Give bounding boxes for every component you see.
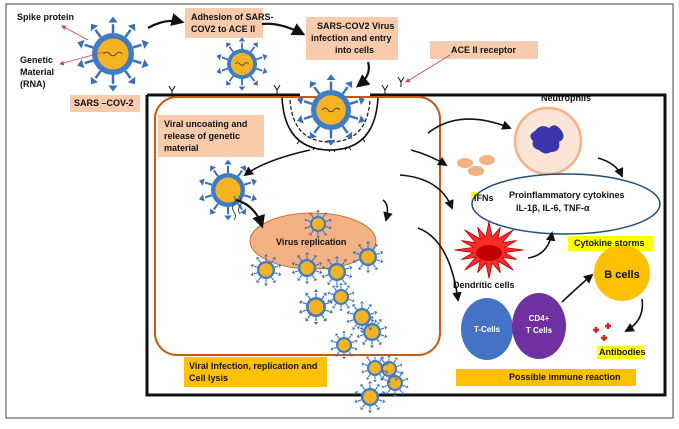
label-ace2-receptor: ACE II receptor xyxy=(451,45,517,55)
virus-main xyxy=(77,16,149,92)
virus-progeny-2 xyxy=(291,251,323,285)
antibody-icon-2 xyxy=(601,335,607,341)
label-adhesion-2: COV2 to ACE II xyxy=(191,24,255,34)
flow-arrows xyxy=(147,13,644,332)
virus-progeny-7 xyxy=(356,315,388,349)
ace2-receptor-icon-3 xyxy=(397,76,405,87)
label-entry-2: infection and entry xyxy=(311,33,392,43)
label-ifns: IFNs xyxy=(474,193,494,203)
virus-progeny-6 xyxy=(327,282,355,312)
virus-entering xyxy=(297,74,365,146)
label-dendritic-cells: Dendritic cells xyxy=(453,280,515,290)
rna-strand xyxy=(232,195,236,221)
box-uncoating xyxy=(158,115,264,157)
ifn-blob-2 xyxy=(468,166,484,176)
label-cytokines-2: IL-1β, IL-6, TNF-α xyxy=(516,203,590,213)
ace2-receptor-icon-2 xyxy=(381,84,389,95)
label-antibodies: Antibodies xyxy=(599,347,646,357)
box-sars-cov2 xyxy=(70,95,140,112)
cd4-t-cell xyxy=(512,293,566,359)
box-adhesion xyxy=(185,8,263,38)
label-genetic-1: Genetic xyxy=(20,55,53,65)
label-entry-3: into cells xyxy=(335,45,374,55)
box-viral-infection xyxy=(184,357,327,387)
label-cytokine-storms: Cytokine storms xyxy=(574,238,645,248)
label-t-cells: T-Cells xyxy=(474,325,501,334)
antibody-symbols xyxy=(593,323,611,341)
virus-progeny-0 xyxy=(304,209,332,239)
virus-particles xyxy=(77,16,409,414)
label-neutrophils: Neutrophils xyxy=(541,93,591,103)
antibody-icon-1 xyxy=(605,323,611,329)
virus-uncoating xyxy=(199,159,257,221)
label-adhesion-1: Adhesion of SARS- xyxy=(191,12,274,22)
cytokines-ellipse xyxy=(471,173,661,235)
label-virus-replication: Virus replication xyxy=(276,237,346,247)
ace2-receptor-icon-0 xyxy=(168,85,176,96)
label-uncoating-2: release of genetic xyxy=(164,131,240,141)
ifn-particles xyxy=(457,155,495,176)
dendritic-cell-core xyxy=(476,245,502,261)
rna-strand-2 xyxy=(238,197,242,215)
ace2-receptor-icon-1 xyxy=(273,84,281,95)
label-spike-protein: Spike protein xyxy=(17,12,74,22)
label-viral-infection-2: Cell lysis xyxy=(189,373,228,383)
outer-frame xyxy=(5,3,674,419)
label-genetic-3: (RNA) xyxy=(20,79,46,89)
box-immune-reaction xyxy=(456,369,636,386)
host-cell xyxy=(154,96,441,356)
t-cell xyxy=(461,298,513,360)
label-viral-infection-1: Viral Infection, replication and xyxy=(189,361,317,371)
antibody-icon-0 xyxy=(593,327,599,333)
virus-progeny-5 xyxy=(299,289,333,325)
label-cd4-2: T Cells xyxy=(526,326,553,335)
virus-progeny-11 xyxy=(354,380,386,414)
ifn-blob-1 xyxy=(479,155,495,165)
label-cd4-1: CD4+ xyxy=(529,314,550,323)
label-cytokines-1: Proinflammatory cytokines xyxy=(509,190,625,200)
b-cell xyxy=(594,245,650,301)
box-entry xyxy=(306,17,398,60)
virus-progeny-3 xyxy=(321,255,353,289)
label-b-cells: B cells xyxy=(604,269,639,281)
box-ace2 xyxy=(430,41,538,59)
box-antibodies xyxy=(597,346,643,359)
virus-progeny-9 xyxy=(346,300,378,334)
label-uncoating-1: Viral uncoating and xyxy=(164,119,247,129)
label-genetic-2: Material xyxy=(20,67,54,77)
virus-progeny-4 xyxy=(352,240,384,274)
label-entry-1: SARS-COV2 Virus xyxy=(317,21,394,31)
pointer-lines xyxy=(59,25,451,83)
virus-progeny-8 xyxy=(330,330,358,360)
neutrophil-nucleus xyxy=(530,125,564,154)
ifn-blob-0 xyxy=(457,158,473,168)
virus-adhesion xyxy=(216,37,268,91)
label-immune-reaction: Possible immune reaction xyxy=(509,372,621,382)
label-uncoating-3: material xyxy=(164,143,199,153)
label-sars-cov2: SARS –COV-2 xyxy=(74,98,134,108)
virus-progeny-1 xyxy=(250,253,282,287)
virus-progeny-13 xyxy=(361,353,389,383)
